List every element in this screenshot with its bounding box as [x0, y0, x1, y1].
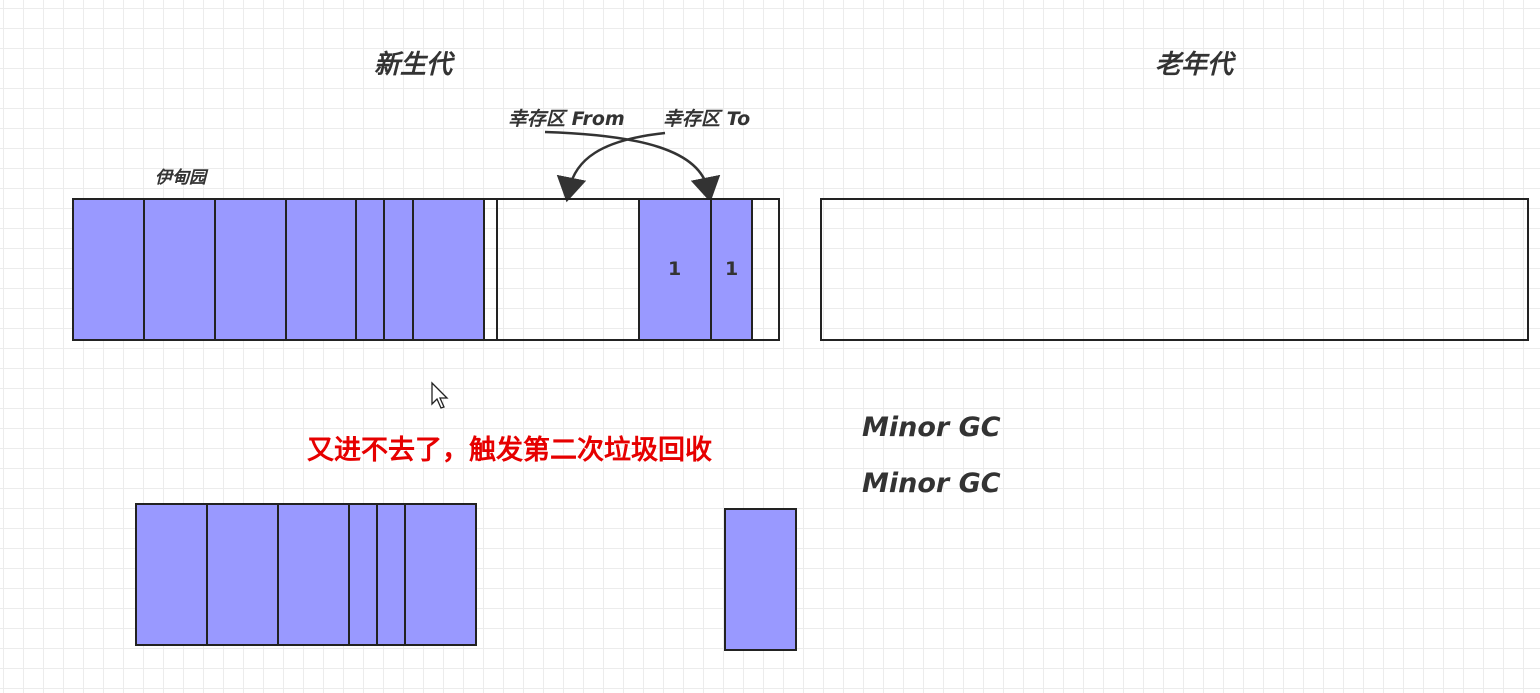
eden-object	[216, 200, 287, 339]
object-divider	[376, 505, 378, 644]
survivor-to-object: 1	[640, 200, 712, 339]
eden-object	[74, 200, 145, 339]
new-object	[724, 508, 797, 651]
object-divider	[404, 505, 406, 644]
eden-boundary	[496, 200, 498, 339]
object-divider	[206, 505, 208, 644]
object-age: 1	[725, 258, 739, 280]
object-divider	[277, 505, 279, 644]
pending-objects-group	[135, 503, 477, 646]
survivor-from-label: 幸存区 From	[508, 108, 625, 130]
young-generation: 1 1	[72, 198, 780, 341]
object-divider	[348, 505, 350, 644]
eden-object	[357, 200, 385, 339]
arrow-to-from	[556, 131, 666, 203]
gc-log-entry: Minor GC	[862, 468, 1001, 499]
object-age: 1	[668, 258, 682, 280]
survivor-from-boundary	[638, 200, 640, 339]
young-gen-title: 新生代	[374, 50, 453, 80]
old-gen-title: 老年代	[1155, 50, 1234, 80]
mouse-cursor-icon	[431, 381, 449, 409]
eden-object	[145, 200, 216, 339]
gc-log-entry: Minor GC	[862, 412, 1001, 443]
survivor-to-label: 幸存区 To	[663, 108, 751, 130]
eden-object	[414, 200, 485, 339]
survivor-to-object: 1	[712, 200, 753, 339]
eden-object	[287, 200, 357, 339]
eden-object	[385, 200, 414, 339]
old-generation	[820, 198, 1529, 341]
arrow-from-to	[544, 130, 721, 203]
eden-label: 伊甸园	[155, 168, 206, 188]
gc-notice: 又进不去了，触发第二次垃圾回收	[307, 435, 712, 466]
